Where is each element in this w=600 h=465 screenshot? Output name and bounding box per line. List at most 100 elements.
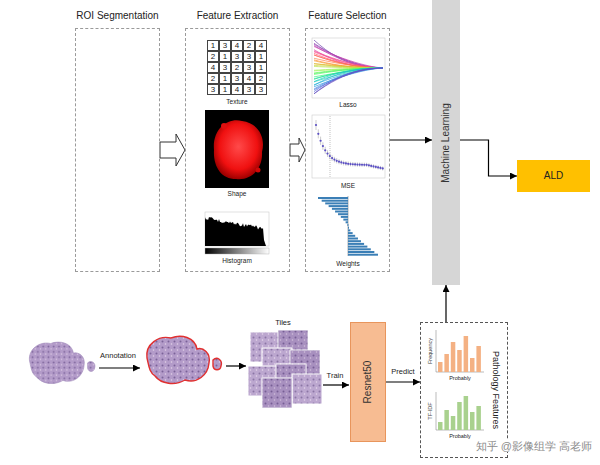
connector <box>390 139 432 140</box>
error-bar <box>316 120 317 130</box>
table-cell: 2 <box>207 73 219 84</box>
error-bar <box>318 129 319 138</box>
mse-point <box>382 167 384 169</box>
weight-bar <box>348 229 350 231</box>
table-cell: 4 <box>243 73 255 84</box>
error-bar <box>350 162 351 166</box>
panel-heading: ROI Segmentation <box>76 10 158 22</box>
axis-label: Probably <box>449 433 471 439</box>
table-cell: 4 <box>231 40 243 51</box>
plot-frame <box>312 38 385 98</box>
table-cell: 3 <box>243 51 255 62</box>
mse-point <box>349 163 351 165</box>
mse-plot <box>312 115 385 178</box>
tissue-section <box>213 358 221 369</box>
error-bar <box>378 165 379 169</box>
table-cell: 2 <box>231 62 243 73</box>
lasso-plot <box>312 38 385 98</box>
error-bar <box>380 166 381 170</box>
weight-bar <box>318 197 348 199</box>
image-ground <box>205 110 269 188</box>
histogram-image <box>205 212 269 254</box>
panel-heading: Feature Selection <box>308 10 386 22</box>
error-bar <box>357 162 358 166</box>
weight-bar <box>348 227 349 229</box>
chart-bar <box>438 422 443 430</box>
chart-bar <box>476 406 481 430</box>
annotated-slide <box>147 336 222 383</box>
lasso-path <box>314 44 383 68</box>
error-bar <box>352 162 353 166</box>
edge-label: Predict <box>390 368 415 376</box>
table-cell: 3 <box>219 40 231 51</box>
chart-bar <box>444 410 449 430</box>
table-cell: 3 <box>219 62 231 73</box>
weight-bar <box>348 246 367 248</box>
image-tile <box>292 374 322 404</box>
model-bar: Machine Learning <box>432 0 460 285</box>
weight-bar <box>348 232 353 234</box>
error-bar <box>375 165 376 169</box>
error-bar <box>325 147 326 154</box>
mse-point <box>359 164 361 166</box>
lasso-path <box>314 55 383 68</box>
mse-point <box>320 140 322 142</box>
table-cell: 1 <box>255 51 267 62</box>
weight-bar <box>348 251 374 253</box>
table-cell: 3 <box>231 73 243 84</box>
lasso-path <box>314 65 383 68</box>
mse-point <box>363 164 365 166</box>
error-bar <box>366 163 367 167</box>
axis-label: TF-IDF <box>427 402 433 419</box>
tissue-section <box>29 342 84 383</box>
weight-bar <box>343 219 348 221</box>
tile-stack <box>248 330 322 408</box>
error-bar <box>368 163 369 167</box>
lasso-path <box>314 43 383 68</box>
mse-point <box>379 167 381 169</box>
chart-bar <box>451 416 456 430</box>
mse-point <box>372 165 374 167</box>
lasso-path <box>314 61 383 68</box>
table-cell: 1 <box>207 40 219 51</box>
lambda-line <box>330 116 331 177</box>
error-bar <box>320 137 321 145</box>
mse-point <box>375 166 377 168</box>
feature-caption: Histogram <box>222 257 252 264</box>
mse-point <box>340 161 342 163</box>
lasso-path <box>314 64 383 68</box>
feature-caption: Lasso <box>339 101 356 108</box>
mse-point <box>331 157 333 159</box>
mse-point <box>361 164 363 166</box>
chart-bar <box>438 362 443 372</box>
error-bar <box>339 159 340 164</box>
lasso-path <box>314 64 383 68</box>
error-bar <box>348 162 349 167</box>
weight-bar <box>348 240 361 242</box>
table-cell: 3 <box>255 84 267 95</box>
mse-point <box>356 163 358 165</box>
gray-scale-bar <box>205 248 269 254</box>
output-box: ALD <box>517 160 590 192</box>
weight-bar <box>329 205 348 207</box>
tile-shade <box>292 374 322 404</box>
lasso-path <box>314 68 383 87</box>
weight-bar <box>341 216 348 218</box>
chart-bar <box>470 412 475 430</box>
plot-frame <box>205 212 269 246</box>
mse-point <box>352 163 354 165</box>
mse-point <box>366 164 368 166</box>
lasso-path <box>314 51 383 68</box>
error-bar <box>343 161 344 166</box>
connector <box>460 140 517 176</box>
stage-panel: Feature Selection <box>305 28 390 272</box>
table-cell: 2 <box>207 51 219 62</box>
tissue-section <box>147 336 210 383</box>
image-tile <box>262 378 292 408</box>
histogram-area <box>205 217 266 246</box>
chart-bar <box>457 402 462 430</box>
node-label: Pathology Features <box>491 351 501 429</box>
